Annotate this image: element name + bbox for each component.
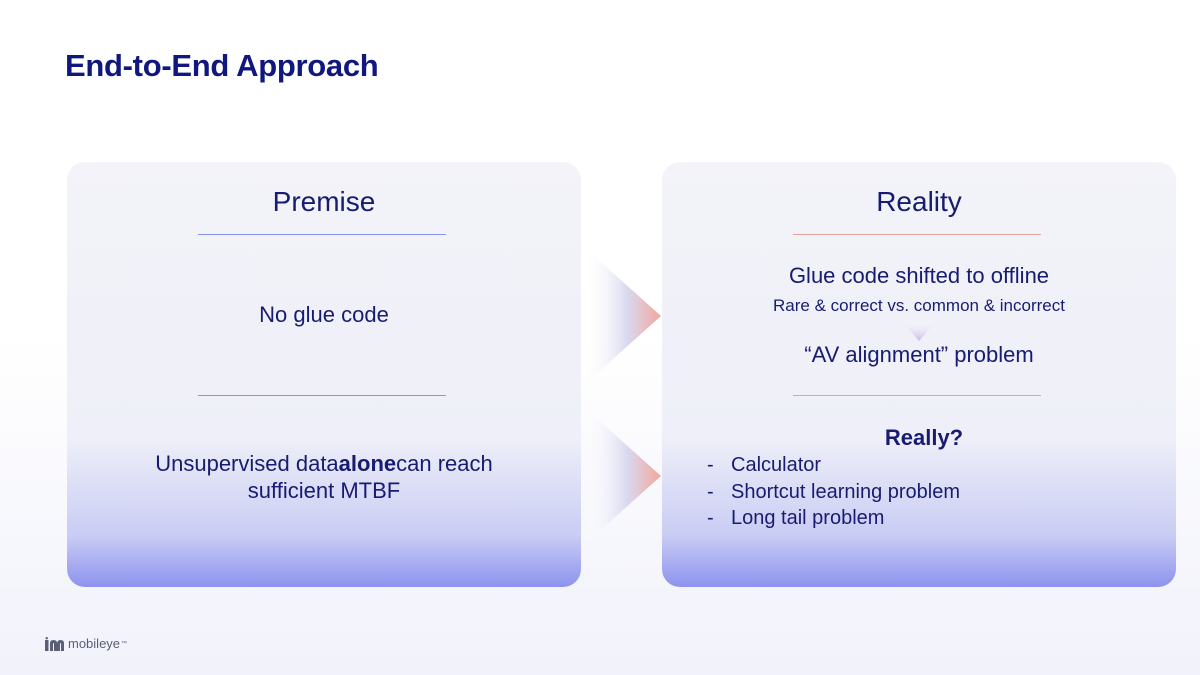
premise-item2-bold: alone: [338, 451, 397, 476]
premise-divider-top: [198, 234, 446, 235]
chevron-down-icon: [900, 319, 938, 341]
premise-item2-prefix: Unsupervised data: [155, 451, 339, 476]
reality-heading: Reality: [876, 186, 962, 217]
reality-bullet-list: -Calculator -Shortcut learning problem -…: [707, 452, 960, 532]
reality-glue-code-shifted: Glue code shifted to offline: [788, 263, 1050, 288]
chevron-right-icon: [585, 248, 661, 384]
chevron-right-icon: [585, 408, 661, 544]
reality-panel: Reality Glue code shifted to offline Rar…: [662, 162, 1176, 587]
premise-item-unsupervised: Unsupervised dataalonecan reach sufficie…: [67, 450, 581, 504]
reality-divider-top: [793, 234, 1041, 235]
premise-item2-suffix: can reach: [396, 451, 493, 476]
premise-item-no-glue-code: No glue code: [259, 302, 389, 327]
list-item: -Calculator: [707, 454, 822, 476]
list-item: -Long tail problem: [707, 507, 885, 529]
premise-heading: Premise: [272, 186, 376, 217]
premise-divider-bottom: [198, 395, 446, 396]
mobileye-logo-text: mobileye: [68, 636, 121, 651]
mobileye-logo-tm: ™: [121, 640, 128, 647]
list-item: -Shortcut learning problem: [707, 480, 961, 503]
bullet-long-tail: Long tail problem: [731, 507, 885, 529]
slide-title: End-to-End Approach: [65, 48, 379, 83]
premise-item2-line2: sufficient MTBF: [247, 478, 401, 503]
premise-panel: Premise No glue code Unsupervised dataal…: [67, 162, 581, 587]
reality-divider-bottom: [793, 395, 1041, 396]
bullet-shortcut-learning: Shortcut learning problem: [731, 480, 961, 503]
bullet-calculator: Calculator: [731, 454, 822, 476]
reality-av-alignment: “AV alignment” problem: [804, 342, 1034, 367]
mobileye-logo-icon: [45, 636, 64, 651]
reality-rare-vs-common: Rare & correct vs. common & incorrect: [773, 296, 1065, 315]
reality-question: Really?: [884, 425, 964, 450]
